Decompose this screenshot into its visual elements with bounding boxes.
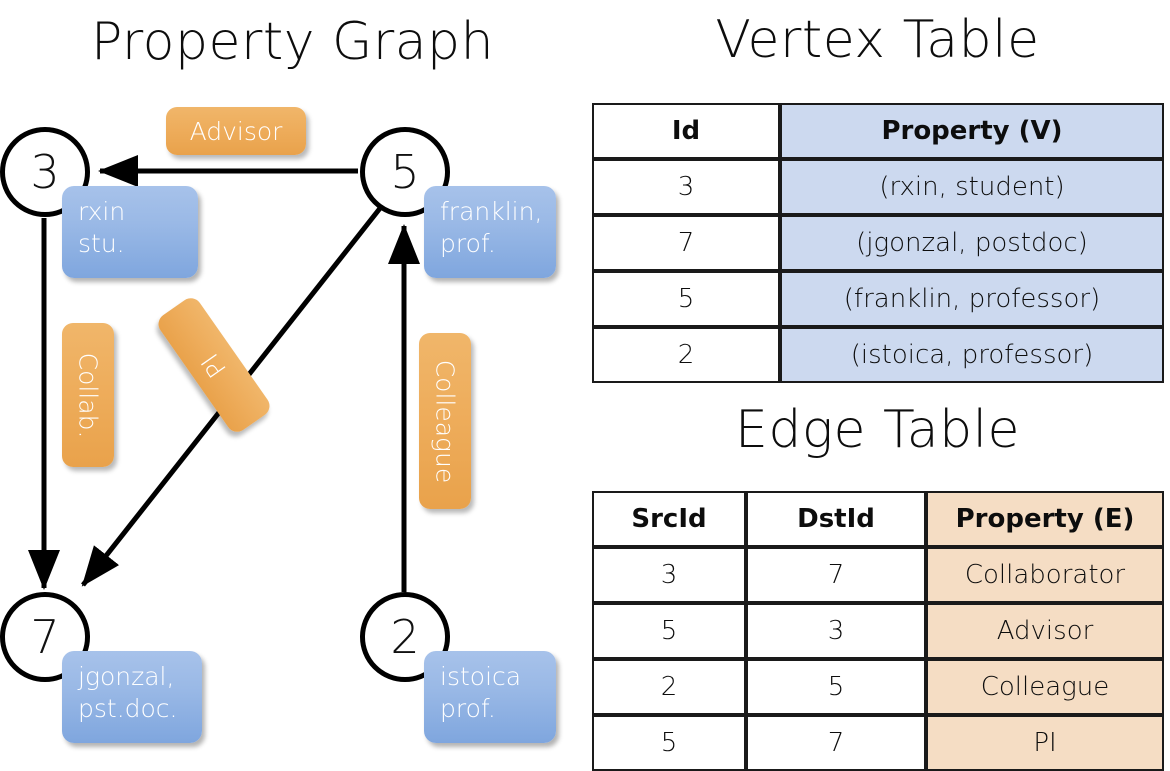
table-row: 3 7 Collaborator <box>592 547 1164 603</box>
edge-table-header-row: SrcId DstId Property (E) <box>592 491 1164 547</box>
node-property-box-franklin: franklin, prof. <box>424 186 556 278</box>
page-title-edge-table: Edge Table <box>734 400 1021 460</box>
page-title-vertex-table: Vertex Table <box>715 10 1040 70</box>
table-row: 5 (franklin, professor) <box>592 271 1164 327</box>
vertex-cell-property: (franklin, professor) <box>780 271 1164 327</box>
node-property-box-jgonzal: jgonzal, pst.doc. <box>62 651 202 743</box>
table-row: 3 (rxin, student) <box>592 159 1164 215</box>
edge-cell-srcid: 2 <box>592 659 746 715</box>
vertex-cell-property: (jgonzal, postdoc) <box>780 215 1164 271</box>
vertex-cell-property: (istoica, professor) <box>780 327 1164 383</box>
edge-label-collab-text: Collab. <box>73 352 103 438</box>
edge-label-advisor: Advisor <box>166 107 306 155</box>
edge-table: SrcId DstId Property (E) 3 7 Collaborato… <box>592 491 1164 771</box>
edge-label-pi-text: PI <box>195 347 233 383</box>
edge-label-colleague-text: Colleague <box>430 359 460 483</box>
graph-node-5[interactable]: 5 <box>360 127 450 217</box>
edge-cell-srcid: 3 <box>592 547 746 603</box>
edge-cell-property: PI <box>926 715 1164 771</box>
edge-cell-dstid: 7 <box>746 547 926 603</box>
vertex-cell-id: 3 <box>592 159 780 215</box>
edge-col-header-property: Property (E) <box>926 491 1164 547</box>
edge-col-header-srcid: SrcId <box>592 491 746 547</box>
edge-cell-dstid: 3 <box>746 603 926 659</box>
vertex-cell-id: 5 <box>592 271 780 327</box>
node-property-box-rxin: rxin stu. <box>62 186 198 278</box>
table-row: 5 7 PI <box>592 715 1164 771</box>
edge-cell-property: Collaborator <box>926 547 1164 603</box>
vertex-table-header-row: Id Property (V) <box>592 103 1164 159</box>
page-title-property-graph: Property Graph <box>90 12 495 72</box>
vertex-col-header-property: Property (V) <box>780 103 1164 159</box>
table-row: 2 (istoica, professor) <box>592 327 1164 383</box>
edge-cell-dstid: 5 <box>746 659 926 715</box>
edge-col-header-dstid: DstId <box>746 491 926 547</box>
vertex-table: Id Property (V) 3 (rxin, student) 7 (jgo… <box>592 103 1164 383</box>
edge-cell-srcid: 5 <box>592 603 746 659</box>
vertex-cell-property: (rxin, student) <box>780 159 1164 215</box>
vertex-cell-id: 2 <box>592 327 780 383</box>
table-row: 5 3 Advisor <box>592 603 1164 659</box>
edge-cell-property: Advisor <box>926 603 1164 659</box>
node-property-box-istoica: istoica prof. <box>424 651 556 743</box>
edge-cell-property: Colleague <box>926 659 1164 715</box>
table-row: 7 (jgonzal, postdoc) <box>592 215 1164 271</box>
vertex-col-header-id: Id <box>592 103 780 159</box>
property-graph-panel: Property Graph 3 5 7 2 rxin stu. frankli… <box>0 0 585 760</box>
edge-cell-srcid: 5 <box>592 715 746 771</box>
edge-cell-dstid: 7 <box>746 715 926 771</box>
edge-label-advisor-text: Advisor <box>189 116 283 146</box>
graph-node-2[interactable]: 2 <box>360 592 450 682</box>
table-row: 2 5 Colleague <box>592 659 1164 715</box>
edge-label-colleague: Colleague <box>419 333 471 509</box>
vertex-cell-id: 7 <box>592 215 780 271</box>
edge-label-collab: Collab. <box>62 323 114 467</box>
